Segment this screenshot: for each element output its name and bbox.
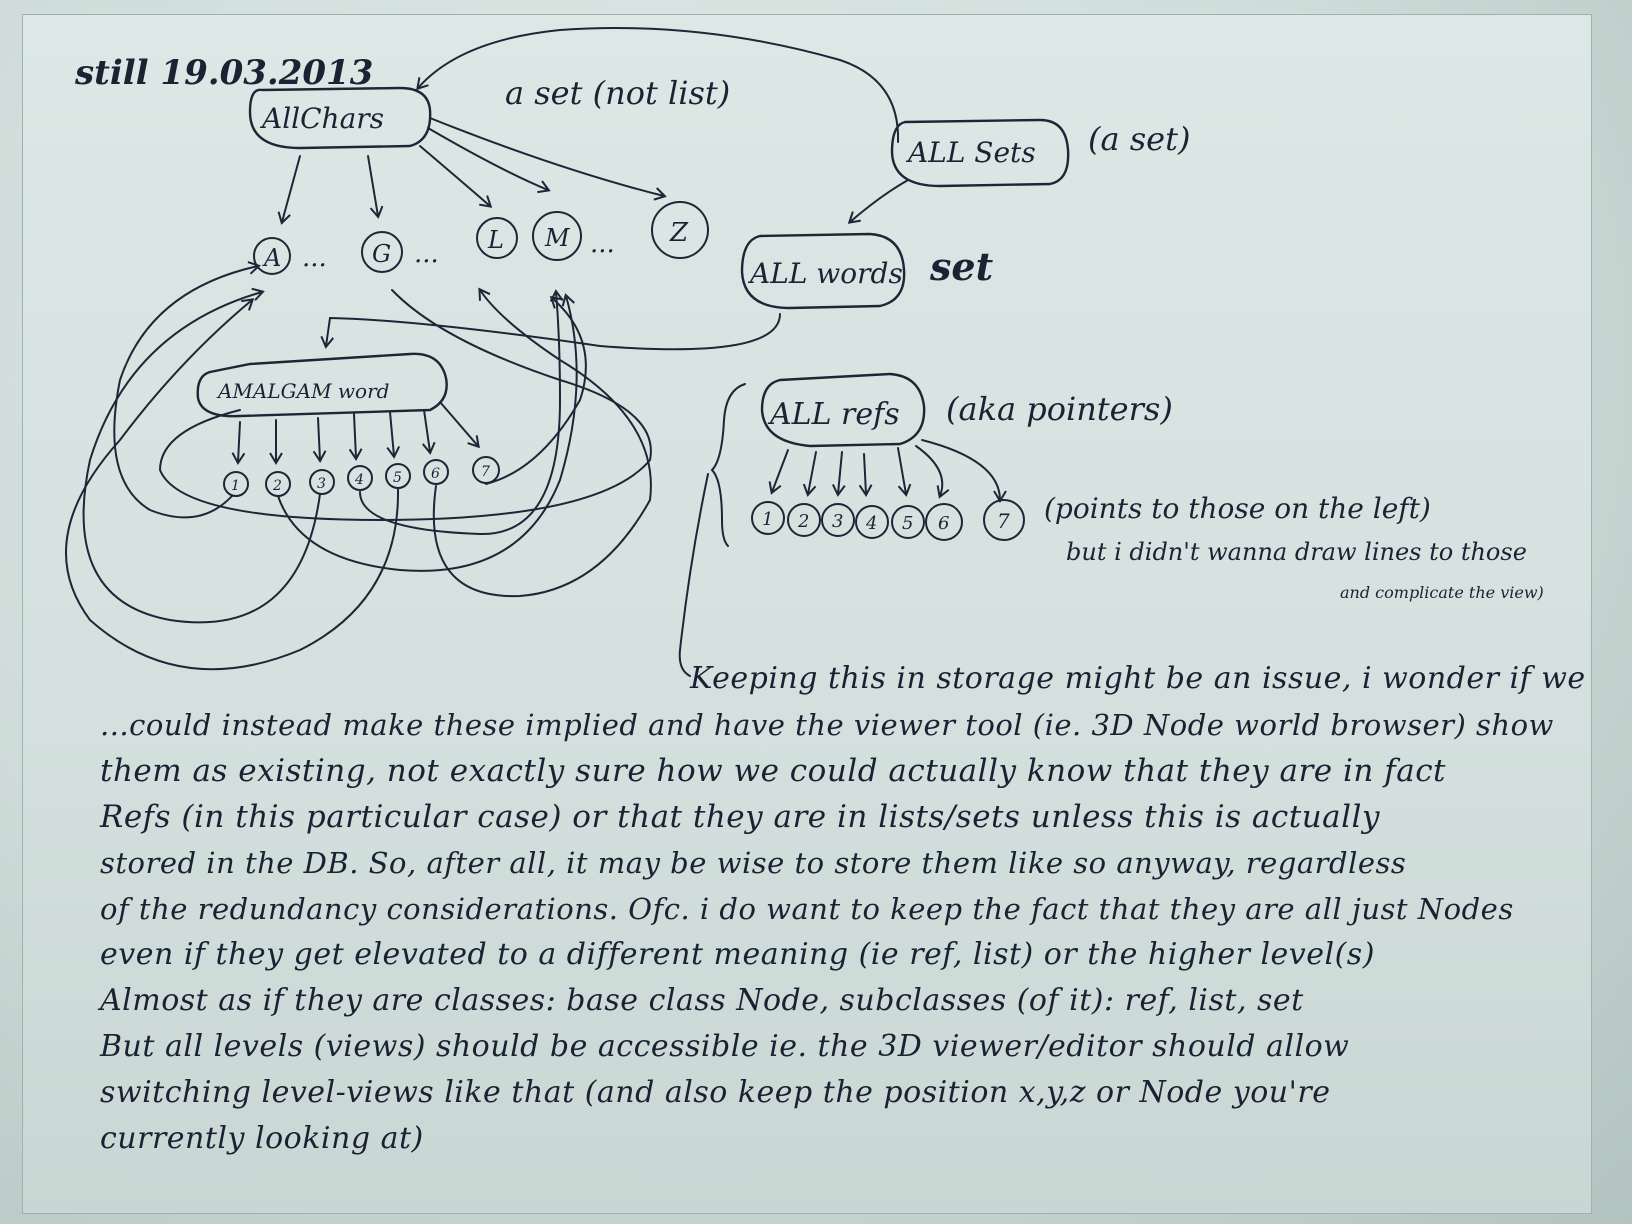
refs-to-notes-line [678, 473, 709, 677]
ref-item-4-label: 4 [865, 513, 877, 534]
ref-item-2 [787, 503, 821, 537]
all-words-note: set [929, 244, 994, 289]
letter-a-label: A [262, 244, 281, 272]
amalgam-item-6-label: 6 [431, 466, 440, 482]
ref-item-4 [855, 505, 889, 539]
letter-g-label: G [372, 240, 391, 268]
refs-side-note-1: (points to those on the left) [1044, 492, 1431, 525]
amalgam-item-1 [223, 471, 249, 497]
amalgam-items: 1 2 3 4 5 6 7 [223, 456, 500, 497]
letter-l-label: L [487, 226, 504, 254]
sets-to-chars-curve [416, 27, 900, 143]
all-chars-label: AllChars [259, 102, 384, 135]
refs-side-note-3: and complicate the view) [1340, 583, 1544, 602]
letter-node-l [476, 217, 518, 259]
note-line-4: Refs (in this particular case) or that t… [100, 799, 1380, 835]
letter-node-a [253, 237, 291, 275]
ellipsis-3: ... [590, 229, 615, 259]
note-line-9: But all levels (views) should be accessi… [100, 1029, 1350, 1064]
ref-item-6 [925, 503, 963, 541]
note-line-11: currently looking at) [100, 1121, 424, 1156]
ellipsis-2: ... [414, 239, 439, 269]
note-line-7: even if they get elevated to a different… [100, 937, 1375, 972]
date-header: still 19.03.2013 [74, 53, 373, 93]
words-to-amalgam-curve [320, 313, 781, 351]
amalgam-item-4 [347, 465, 373, 491]
sets-to-words-arrow [847, 179, 909, 224]
ref-item-5-label: 5 [902, 513, 913, 534]
refs-brace [710, 383, 746, 547]
all-words-label: ALL words [747, 257, 903, 290]
note-line-3: them as existing, not exactly sure how w… [100, 753, 1447, 789]
all-chars-arrows [277, 117, 667, 225]
amalgam-item-4-label: 4 [354, 472, 364, 488]
amalgam-box [196, 352, 448, 418]
all-sets-box [890, 118, 1070, 188]
note-line-8: Almost as if they are classes: base clas… [100, 983, 1304, 1018]
all-words-box [740, 232, 906, 310]
ref-items: 1 2 3 4 5 6 7 [751, 499, 1025, 541]
letter-z-label: Z [669, 218, 689, 248]
all-sets-label: ALL Sets [905, 136, 1036, 169]
ref-item-1-label: 1 [762, 509, 773, 530]
tangle-curves [65, 261, 652, 671]
ref-item-3 [821, 503, 855, 537]
all-refs-arrows [768, 439, 1007, 503]
letter-node-z [651, 201, 709, 259]
amalgam-item-7-label: 7 [481, 464, 490, 480]
all-chars-note: a set (not list) [505, 74, 730, 112]
letter-node-m [532, 211, 582, 261]
note-line-5: stored in the DB. So, after all, it may … [100, 846, 1407, 880]
note-line-1: Keeping this in storage might be an issu… [690, 661, 1586, 696]
ref-item-7-label: 7 [997, 509, 1010, 533]
amalgam-label: AMALGAM word [216, 379, 389, 403]
letter-nodes: A ... G ... L M ... Z [253, 201, 709, 275]
all-refs-label: ALL refs [767, 397, 900, 432]
note-line-6: of the redundancy considerations. Ofc. i… [100, 892, 1514, 926]
amalgam-item-5-label: 5 [393, 470, 402, 486]
ref-item-2-label: 2 [797, 511, 809, 532]
amalgam-item-6 [423, 459, 449, 485]
ref-item-1 [751, 501, 785, 535]
amalgam-item-2-label: 2 [272, 478, 282, 494]
amalgam-arrows [231, 401, 480, 465]
refs-side-note-2: but i didn't wanna draw lines to those [1066, 538, 1527, 566]
ref-item-6-label: 6 [938, 513, 949, 534]
amalgam-item-3 [309, 469, 335, 495]
amalgam-item-3-label: 3 [317, 476, 326, 492]
all-sets-note: (a set) [1088, 120, 1190, 158]
ref-item-3-label: 3 [832, 511, 843, 532]
all-chars-box [248, 86, 432, 150]
note-line-2: ...could instead make these implied and … [100, 708, 1554, 742]
all-refs-note: (aka pointers) [946, 390, 1173, 428]
ref-item-5 [891, 505, 925, 539]
letter-node-g [361, 231, 403, 273]
amalgam-item-1-label: 1 [231, 478, 240, 494]
letter-m-label: M [544, 224, 571, 252]
note-line-10: switching level-views like that (and als… [100, 1075, 1331, 1110]
ref-item-7 [983, 499, 1025, 541]
all-refs-box [760, 372, 926, 448]
handwritten-notes: Keeping this in storage might be an issu… [100, 656, 1600, 1162]
ellipsis-1: ... [302, 243, 327, 273]
